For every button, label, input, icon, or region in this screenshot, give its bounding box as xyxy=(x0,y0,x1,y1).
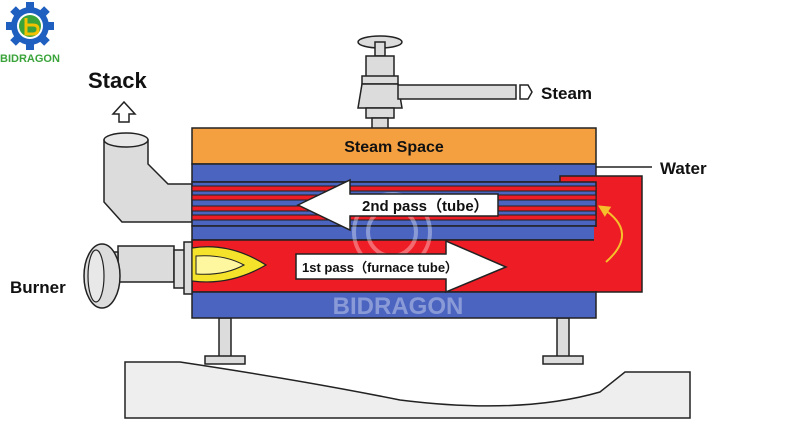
water-label: Water xyxy=(660,159,707,178)
steam-space xyxy=(191,127,597,165)
burner-assembly xyxy=(83,241,193,309)
first-pass-arrow xyxy=(295,239,508,294)
support-leg-right xyxy=(542,317,584,365)
steam-valve xyxy=(357,35,403,131)
steam-space-label: Steam Space xyxy=(344,139,444,156)
watermark-text: BIDRAGON xyxy=(333,293,464,320)
steam-arrow xyxy=(519,84,533,100)
first-pass-label: 1st pass（furnace tube） xyxy=(302,260,458,275)
stack-up-arrow xyxy=(111,100,137,123)
support-leg-left xyxy=(204,317,246,365)
water-band-bottom xyxy=(191,291,597,319)
stack-duct xyxy=(103,139,193,223)
second-pass-arrow xyxy=(296,178,499,232)
flame-icon xyxy=(191,246,268,283)
steam-pipe xyxy=(397,84,517,100)
stack-label: Stack xyxy=(88,68,147,93)
steam-label: Steam xyxy=(541,84,592,103)
ground-base xyxy=(124,361,691,419)
bidragon-logo: BIDRAGON xyxy=(0,2,60,65)
gear-with-b-icon xyxy=(6,2,54,50)
furnace-tube xyxy=(191,225,597,241)
boiler-shell: Steam Space xyxy=(191,127,643,319)
water-band-top xyxy=(191,163,597,183)
turnaround-arrow-icon xyxy=(597,205,623,263)
logo-wordmark: BIDRAGON xyxy=(0,53,60,65)
stack-opening xyxy=(103,132,149,148)
second-pass-label: 2nd pass（tube） xyxy=(362,197,489,215)
burner-label: Burner xyxy=(10,278,66,297)
